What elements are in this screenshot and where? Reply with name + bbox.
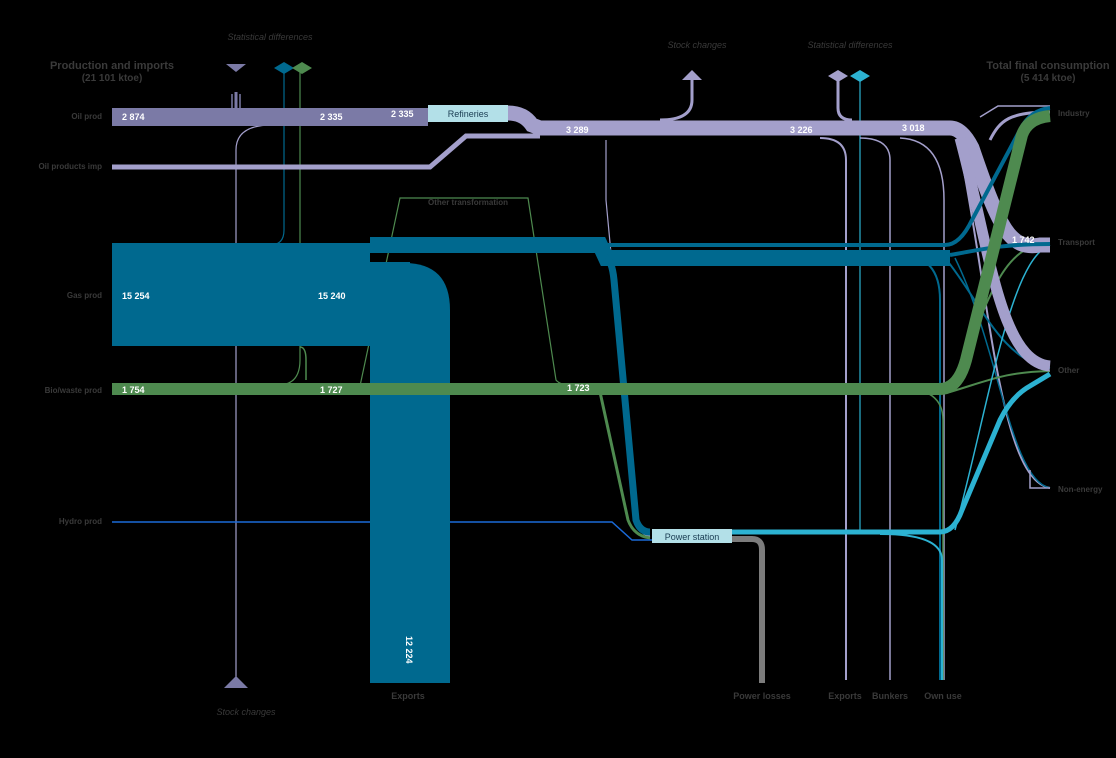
oil-products-import-flow (112, 133, 540, 170)
crude-oil-dip (231, 94, 241, 108)
sink-gas-exports: Exports (391, 691, 425, 701)
elec-transport-flow (954, 244, 1051, 531)
gas-main-flow (112, 106, 1051, 247)
stock-changes-bottom-label: Stock changes (216, 707, 276, 717)
power-losses-flow (732, 536, 765, 683)
value-oil-prod-start: 2 874 (122, 112, 145, 122)
stat-diff-oil-arrow (226, 64, 246, 72)
value-refinery-in: 2 335 (391, 109, 414, 119)
value-bio-start: 1 754 (122, 385, 145, 395)
stock-changes-top-arrow (682, 70, 702, 80)
non-energy-connector-line (1029, 470, 1050, 489)
other-transformation-label: Other transformation (428, 198, 508, 207)
power-station-label: Power station (665, 532, 720, 542)
biowaste-flow (112, 110, 1051, 395)
oil-stock-changes-top-flow (659, 80, 694, 122)
electricity-flow (732, 371, 1052, 535)
sink-own-use: Own use (924, 691, 962, 701)
biowaste-to-power-flow (598, 391, 651, 540)
value-transport: 1 742 (1012, 235, 1035, 245)
gas-band-flow (370, 237, 950, 266)
value-oil-mid: 3 226 (790, 125, 813, 135)
oil-exports-flow (819, 137, 847, 680)
value-gas-exports: 12 224 (404, 636, 414, 664)
gas-to-biowaste-flow (299, 346, 307, 380)
source-hydro-prod: Hydro prod (59, 517, 102, 526)
stat-diff-right-elec-arrow (850, 70, 870, 82)
stat-diff-left-label: Statistical differences (227, 32, 313, 42)
source-oil-prod: Oil prod (71, 112, 102, 121)
refineries-label: Refineries (448, 109, 489, 119)
gas-production-block (112, 245, 370, 346)
gas-to-power-station-flow (604, 254, 651, 536)
oil-bunkers-flow (859, 137, 891, 680)
sink-industry: Industry (1058, 109, 1090, 118)
source-biowaste-prod: Bio/waste prod (45, 386, 102, 395)
oil-own-use-flow (899, 137, 945, 680)
value-oil-prod-mid: 2 335 (320, 112, 343, 122)
source-oil-products-imp: Oil products imp (38, 162, 102, 171)
sink-bunkers: Bunkers (872, 691, 908, 701)
oil-non-energy-flow (959, 149, 1051, 489)
power-station-box[interactable] (652, 529, 732, 543)
value-gas-mid: 15 240 (318, 291, 346, 301)
stock-changes-bottom-arrow (224, 676, 248, 688)
bio-other-flow (949, 370, 1051, 393)
source-gas-prod: Gas prod (67, 291, 102, 300)
value-oil-after-refinery: 3 289 (566, 125, 589, 135)
industry-connector-line (979, 105, 1050, 118)
value-bio-mid: 1 727 (320, 385, 343, 395)
stock-changes-top-label: Stock changes (667, 40, 727, 50)
production-total: (21 101 ktoe) (82, 73, 143, 84)
sink-transport: Transport (1058, 238, 1095, 247)
hydro-flow (112, 521, 652, 541)
stat-diff-right-label: Statistical differences (807, 40, 893, 50)
value-oil-end: 3 018 (902, 123, 925, 133)
stat-diff-bio-arrow (292, 62, 312, 74)
sink-other: Other (1058, 366, 1079, 375)
value-gas-start: 15 254 (122, 291, 150, 301)
oil-products-to-other-flow (954, 136, 1052, 372)
consumption-total: (5 414 ktoe) (1020, 73, 1075, 84)
stat-diff-right-oil-arrow (828, 70, 848, 82)
production-title: Production and imports (50, 60, 174, 72)
sink-oil-exports: Exports (828, 691, 862, 701)
sink-power-losses: Power losses (733, 691, 791, 701)
value-bio-after: 1 723 (567, 383, 590, 393)
gas-exports-column (370, 262, 410, 683)
sink-non-energy: Non-energy (1058, 485, 1103, 494)
stat-diff-gas-arrow (274, 62, 294, 74)
oil-stat-diff-right-flow (836, 80, 853, 122)
consumption-title: Total final consumption (986, 60, 1110, 72)
refineries-box[interactable] (428, 105, 508, 122)
